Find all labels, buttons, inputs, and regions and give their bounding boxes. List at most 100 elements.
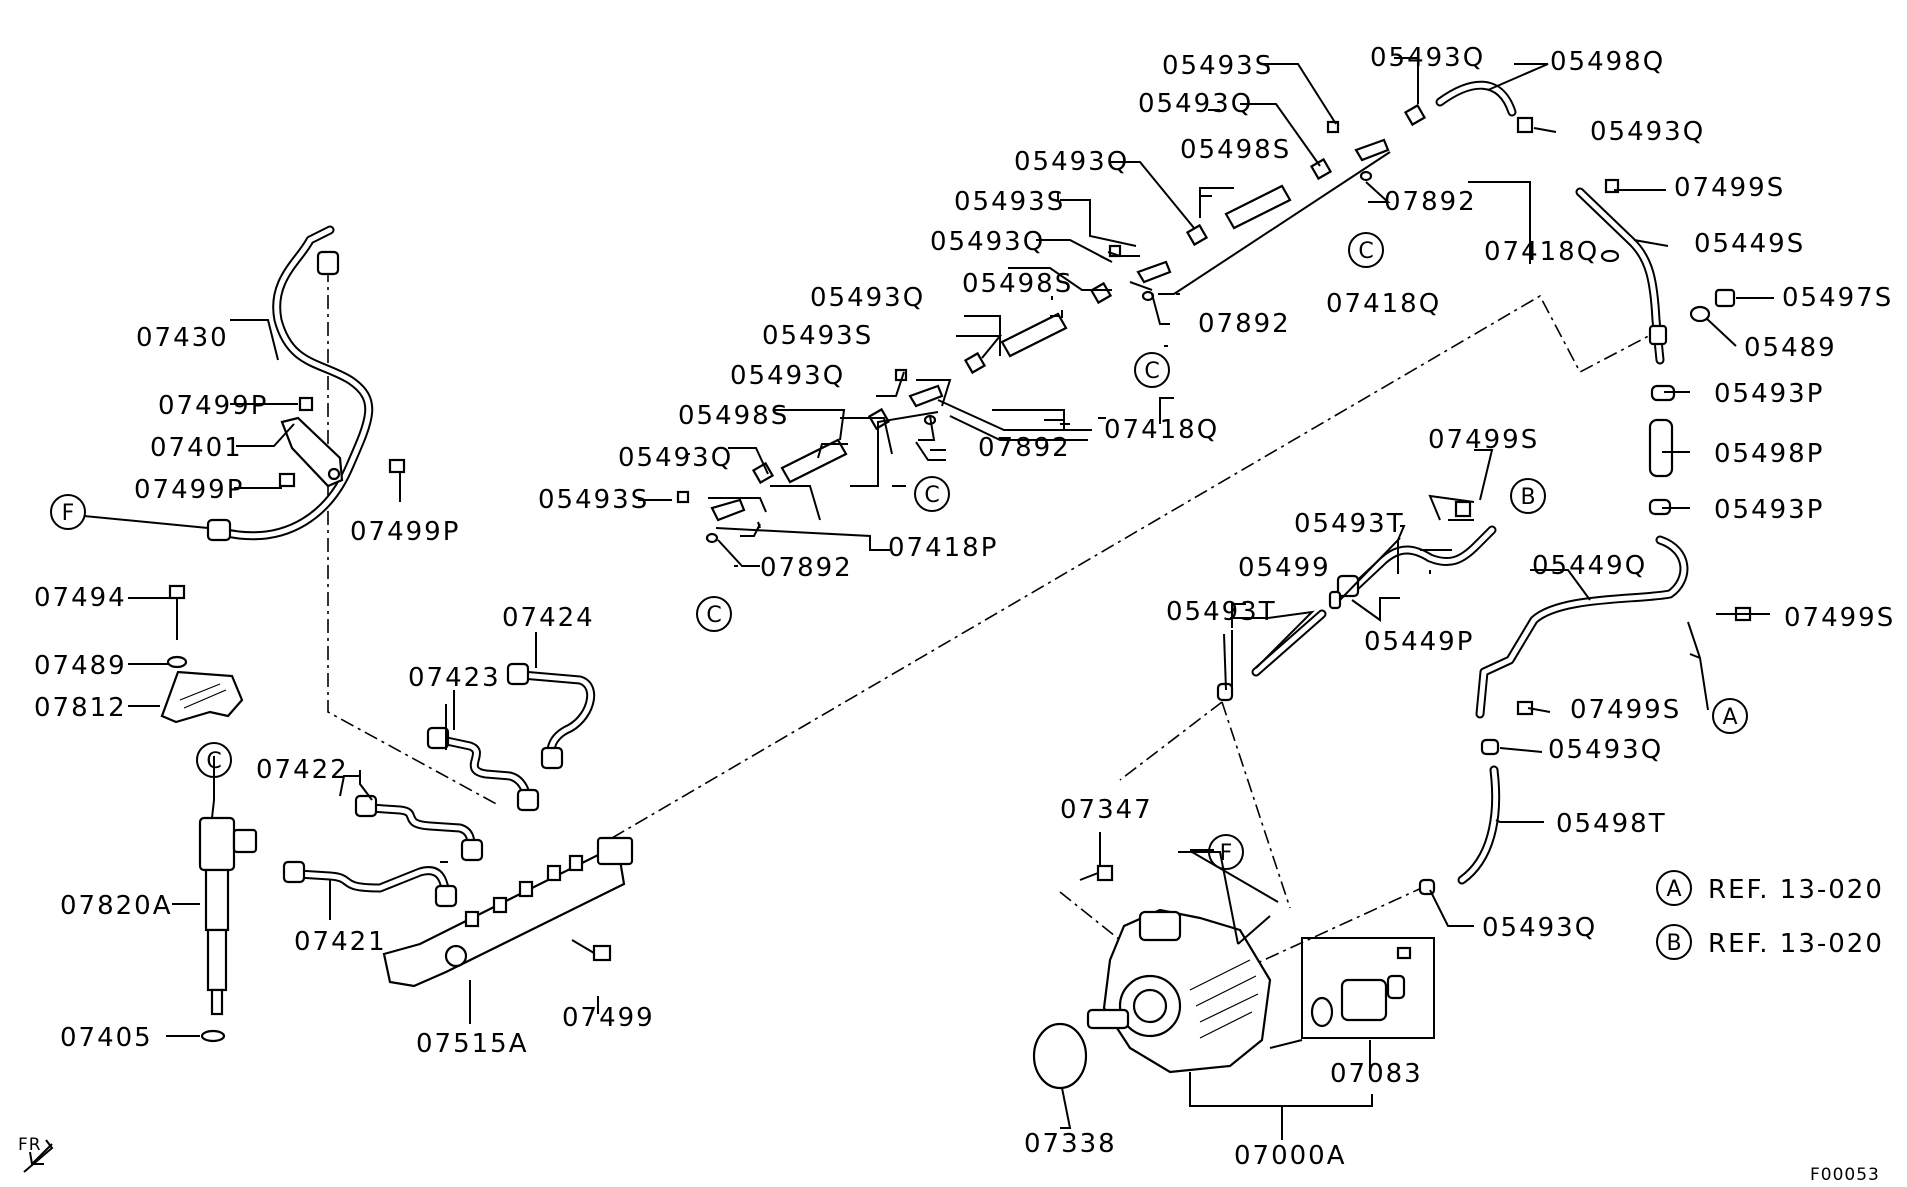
label-07499S-c: 07499S [1784, 603, 1895, 633]
label-07422: 07422 [256, 755, 349, 785]
callout-f-1: F [50, 494, 86, 530]
clip-05493S-b[interactable] [1108, 244, 1122, 258]
valve-07083[interactable] [1301, 937, 1435, 1039]
front-arrow-icon [23, 1139, 54, 1173]
label-05493Q-c: 05493Q [930, 227, 1045, 257]
tee-07418Q-c[interactable] [908, 384, 944, 408]
label-05498T: 05498T [1556, 809, 1667, 839]
label-05493S-d: 05493S [538, 485, 649, 515]
svg-text:A: A [1722, 705, 1737, 730]
label-07347: 07347 [1060, 795, 1153, 825]
label-07489: 07489 [34, 651, 127, 681]
label-05493S-b: 05493S [954, 187, 1065, 217]
leak-off-assemblies[interactable] [676, 80, 1534, 544]
bolt-07347[interactable] [1079, 864, 1114, 882]
label-05493Q-g: 05493Q [1548, 735, 1663, 765]
gasket-07405[interactable] [200, 1029, 226, 1043]
label-05493Q-f: 05493Q [618, 443, 733, 473]
label-07499P-b: 07499P [134, 475, 244, 505]
clip-05493Q-r1[interactable] [1516, 116, 1534, 134]
return-pipe-05449Q[interactable] [1475, 535, 1689, 719]
svg-text:C: C [706, 603, 721, 628]
clip-05493Q-b[interactable] [1185, 223, 1209, 247]
clip-05493S-d[interactable] [676, 490, 690, 504]
clip-05493Q-c[interactable] [1089, 281, 1113, 305]
label-05449S: 05449S [1694, 229, 1805, 259]
hose-05499[interactable] [1251, 609, 1327, 677]
label-07418P: 07418P [888, 533, 998, 563]
label-05493Q-d: 05493Q [810, 283, 925, 313]
callout-c-1: C [1348, 232, 1384, 268]
hose-05498S-c[interactable] [780, 438, 848, 484]
injection-pipe-07421[interactable] [282, 860, 458, 908]
label-05493Q-top: 05493Q [1370, 43, 1485, 73]
ref-a-label: REF. 13-020 [1708, 875, 1884, 905]
bolt-07494[interactable] [168, 584, 186, 640]
label-05493S-c: 05493S [762, 321, 873, 351]
label-07338: 07338 [1024, 1129, 1117, 1159]
bolt-07499P-a[interactable] [298, 396, 314, 412]
oring-07892-d[interactable] [705, 532, 719, 544]
injection-pipe-07424[interactable] [506, 662, 596, 770]
label-05493T-a: 05493T [1294, 509, 1405, 539]
label-05493Q-b: 05493Q [1014, 147, 1129, 177]
injector-07820A[interactable] [198, 816, 258, 1016]
bolt-07499[interactable] [571, 939, 612, 962]
return-pipe-05449S[interactable] [1575, 187, 1668, 365]
bolt-07499P-c[interactable] [388, 458, 406, 474]
supply-pump-07000A[interactable] [1086, 908, 1272, 1074]
label-05493Q-h: 05493Q [1482, 913, 1597, 943]
label-05498P: 05498P [1714, 439, 1824, 469]
label-07000A: 07000A [1234, 1141, 1347, 1171]
oring-07892-a[interactable] [1359, 170, 1373, 182]
clamp-07812[interactable] [160, 670, 244, 724]
label-07820A: 07820A [60, 891, 173, 921]
label-05497S: 05497S [1782, 283, 1893, 313]
label-07418Q-b: 07418Q [1326, 289, 1441, 319]
clip-05493Q-g[interactable] [1480, 738, 1500, 756]
bolt-05497S[interactable] [1714, 288, 1736, 308]
svg-text:C: C [206, 749, 221, 774]
tee-07418Q-b[interactable] [1136, 260, 1172, 284]
label-05449P: 05449P [1364, 627, 1474, 657]
label-05493P-b: 05493P [1714, 495, 1824, 525]
label-07083: 07083 [1330, 1059, 1423, 1089]
label-07418Q-c: 07418Q [1104, 415, 1219, 445]
part-labels: 05493S 05493Q 05498Q 05493Q 05493Q 05498… [18, 43, 1895, 1185]
injector-pipe-07430[interactable] [206, 225, 374, 542]
clip-05493Q-f[interactable] [751, 461, 775, 485]
washer-05489[interactable] [1689, 305, 1711, 323]
label-07424: 07424 [502, 603, 595, 633]
clip-05493Q-top[interactable] [1403, 103, 1427, 127]
svg-text:C: C [1144, 359, 1159, 384]
clip-05493T-a[interactable] [1328, 590, 1342, 610]
reference-lines [327, 268, 1661, 971]
clip-05493Q-a[interactable] [1309, 157, 1333, 181]
hose-05498T[interactable] [1457, 765, 1501, 885]
label-07499S-b: 07499S [1428, 425, 1539, 455]
hose-05498P[interactable] [1648, 418, 1674, 478]
clip-05493S-a[interactable] [1326, 120, 1340, 134]
label-07499P-c: 07499P [350, 517, 460, 547]
tee-07418Q-a[interactable] [1354, 138, 1390, 162]
oring-07338[interactable] [1032, 1022, 1088, 1090]
hose-05498S-b[interactable] [1000, 312, 1068, 358]
injection-pipe-07423[interactable] [426, 726, 540, 812]
return-pipe-05449P[interactable] [1336, 525, 1497, 598]
bracket-07401[interactable] [280, 416, 344, 488]
svg-text:F: F [1220, 841, 1233, 866]
bolt-07499P-b[interactable] [278, 472, 296, 488]
svg-text:B: B [1666, 931, 1681, 956]
label-05498S-c: 05498S [678, 401, 789, 431]
clip-05493Q-d[interactable] [963, 351, 987, 375]
hose-05498S-a[interactable] [1224, 184, 1292, 230]
bolt-07499S-b[interactable] [1454, 500, 1472, 518]
hose-05498Q[interactable] [1435, 80, 1517, 117]
common-rail-07515A[interactable] [382, 836, 634, 988]
washer-07489[interactable] [166, 655, 188, 669]
tee-07418P[interactable] [710, 498, 746, 522]
callout-f-2: F [1208, 834, 1244, 870]
injection-pipe-07422[interactable] [354, 794, 484, 862]
label-07499S-d: 07499S [1570, 695, 1681, 725]
